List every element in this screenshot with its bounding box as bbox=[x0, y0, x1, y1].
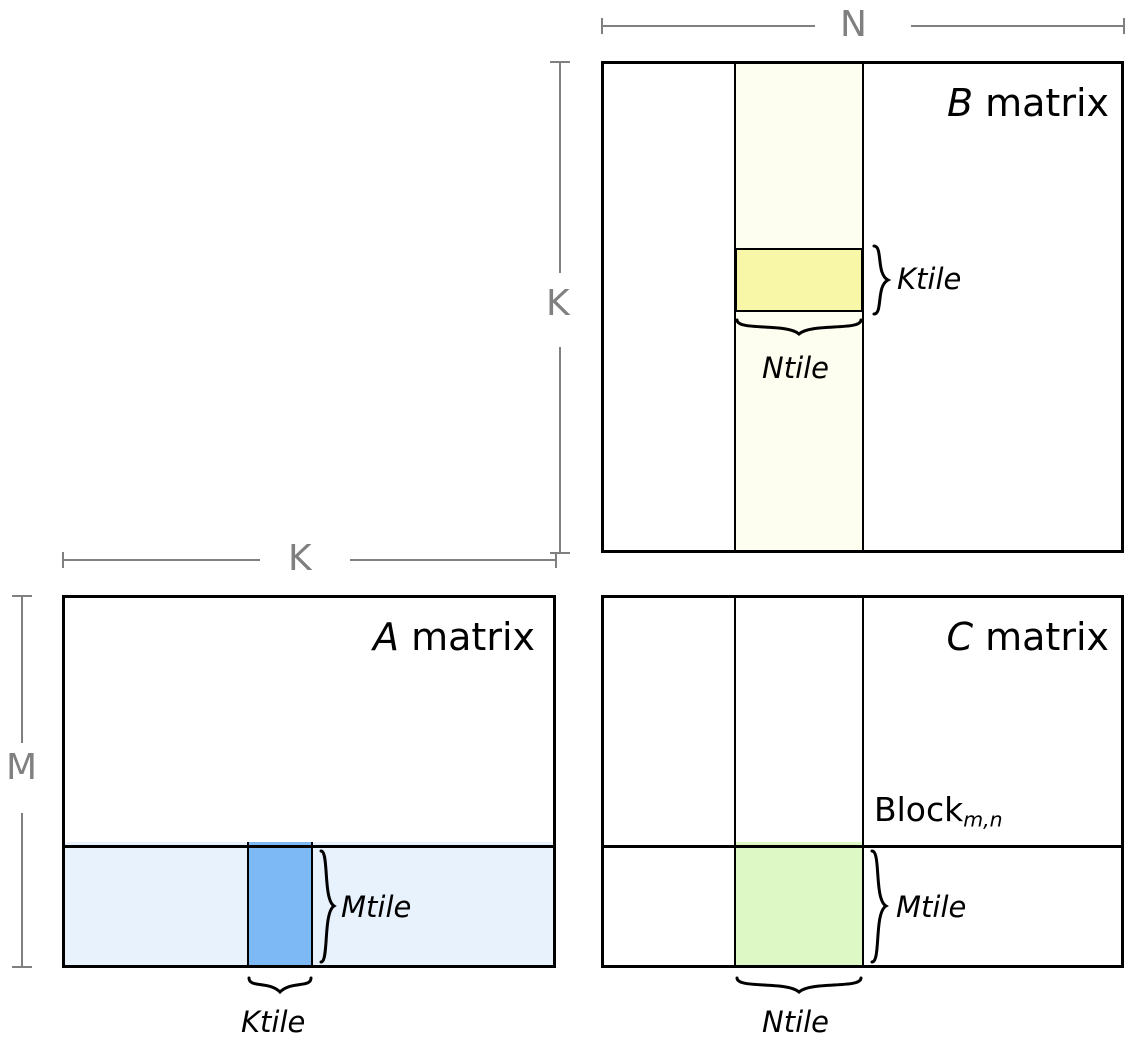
matrix-b-tile bbox=[735, 248, 863, 312]
matrix-c-tile bbox=[735, 842, 863, 965]
matrix-c-tile-divider-left bbox=[734, 845, 736, 965]
matrix-c-block-label: Blockm,n bbox=[874, 793, 1003, 830]
matrix-c-ntile-brace bbox=[735, 975, 863, 997]
matrix-b: B matrix bbox=[601, 61, 1124, 553]
matrix-c-title: C matrix bbox=[947, 618, 1110, 656]
matrix-b-ntile-brace bbox=[735, 317, 863, 339]
matrix-a-tile bbox=[247, 842, 313, 965]
dimension-ruler-k-horizontal bbox=[62, 548, 557, 572]
matrix-b-divider-right bbox=[862, 64, 864, 550]
matrix-a-ktile-label: Ktile bbox=[241, 1005, 306, 1039]
matrix-b-divider-left bbox=[734, 64, 736, 550]
matrix-c-title-suffix: matrix bbox=[973, 615, 1109, 659]
matrix-c-block-label-text: Block bbox=[874, 790, 964, 829]
dimension-ruler-k-vertical bbox=[548, 61, 572, 554]
matrix-b-title-suffix: matrix bbox=[973, 81, 1109, 125]
matrix-a-title: A matrix bbox=[373, 618, 535, 656]
matrix-b-ktile-label: Ktile bbox=[897, 262, 962, 296]
matrix-a-title-var: A bbox=[373, 615, 400, 659]
matrix-b-ktile-brace bbox=[870, 244, 894, 316]
matrix-a-mtile-brace bbox=[317, 849, 339, 964]
matrix-c-divider-left bbox=[734, 598, 736, 845]
matrix-c-divider-right bbox=[862, 598, 864, 845]
matrix-a-title-suffix: matrix bbox=[399, 615, 535, 659]
matrix-c-title-var: C bbox=[946, 615, 974, 659]
matrix-c-mtile-label: Mtile bbox=[896, 890, 967, 924]
matrix-b-title-var: B bbox=[946, 81, 974, 125]
matrix-c-tile-divider-right bbox=[862, 845, 864, 965]
dimension-ruler-m bbox=[10, 595, 34, 968]
matrix-c-row-divider bbox=[604, 845, 1121, 848]
matrix-a-row-divider bbox=[65, 845, 553, 848]
matrix-c-ntile-label: Ntile bbox=[762, 1005, 830, 1039]
matrix-b-ntile-label: Ntile bbox=[762, 351, 830, 385]
matrix-a-mtile-label: Mtile bbox=[341, 890, 412, 924]
matrix-c: C matrix Blockm,n bbox=[601, 595, 1124, 968]
matrix-a-ktile-brace bbox=[247, 975, 313, 997]
matrix-c-mtile-brace bbox=[868, 849, 892, 964]
matrix-b-title: B matrix bbox=[947, 84, 1109, 122]
dimension-label-m: M bbox=[6, 747, 38, 788]
matrix-a: A matrix bbox=[62, 595, 556, 968]
dimension-label-n: N bbox=[840, 4, 867, 45]
dimension-label-k-horizontal: K bbox=[288, 538, 312, 579]
dimension-ruler-n bbox=[601, 14, 1125, 38]
dimension-label-k-vertical: K bbox=[546, 283, 570, 324]
matrix-c-block-label-subscript: m,n bbox=[963, 807, 1003, 832]
